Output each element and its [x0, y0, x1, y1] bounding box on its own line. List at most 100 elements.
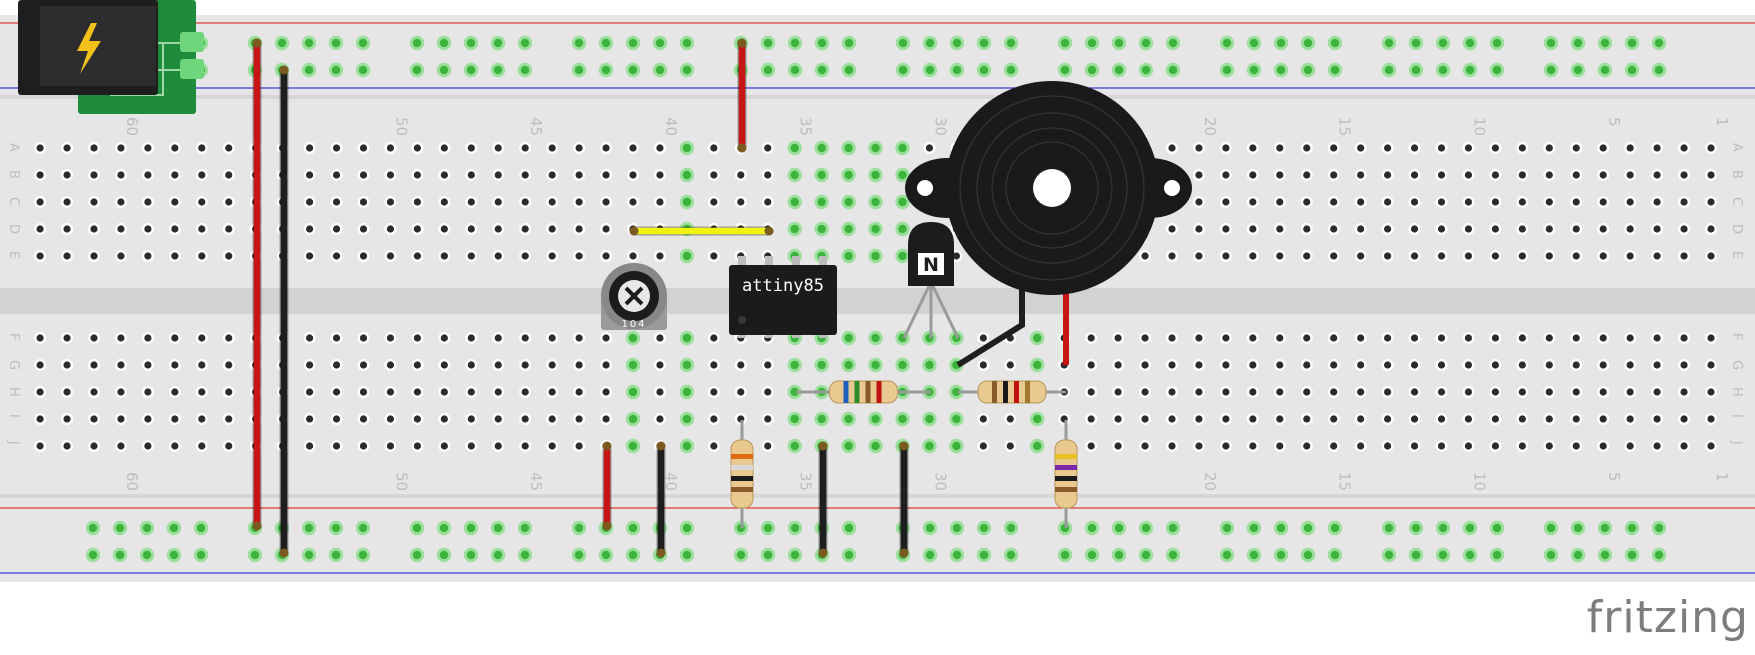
- breadboard-hole: [1518, 171, 1526, 179]
- buzzer-mount-hole: [1164, 180, 1180, 196]
- breadboard-hole: [1464, 334, 1473, 342]
- breadboard-hole: [521, 388, 529, 396]
- breadboard-hole-connected: [844, 360, 853, 370]
- breadboard-hole: [171, 361, 179, 369]
- breadboard-hole: [1276, 361, 1284, 369]
- breadboard-hole: [171, 144, 179, 152]
- breadboard-hole: [413, 144, 421, 152]
- breadboard-hole-connected: [466, 550, 476, 560]
- breadboard-hole: [171, 225, 179, 233]
- breadboard-hole: [36, 252, 44, 260]
- breadboard-hole: [1222, 442, 1230, 450]
- breadboard-hole-connected: [1276, 65, 1286, 75]
- breadboard-hole: [1249, 225, 1257, 233]
- breadboard-hole: [144, 334, 152, 342]
- breadboard-hole-connected: [1411, 38, 1421, 48]
- breadboard-hole-connected: [358, 523, 368, 533]
- breadboard-hole-connected: [331, 65, 341, 75]
- breadboard-hole-connected: [790, 523, 800, 533]
- breadboard-hole: [629, 171, 637, 179]
- breadboard-hole-connected: [1627, 523, 1637, 533]
- breadboard-hole: [602, 361, 610, 369]
- breadboard-hole: [1384, 388, 1392, 396]
- breadboard-hole: [1653, 442, 1661, 450]
- breadboard-hole-connected: [817, 224, 826, 234]
- breadboard-hole-connected: [871, 441, 880, 451]
- breadboard-hole-connected: [790, 360, 799, 370]
- breadboard-hole: [1249, 252, 1257, 260]
- breadboard-hole: [1464, 415, 1473, 423]
- potentiometer-cross-icon: [624, 286, 644, 306]
- breadboard-hole-connected: [979, 65, 989, 75]
- breadboard-hole-connected: [790, 441, 799, 451]
- breadboard-hole: [1680, 225, 1688, 233]
- breadboard-hole: [1195, 442, 1203, 450]
- breadboard-hole: [1330, 144, 1338, 152]
- row-letter-label: A: [1729, 143, 1744, 152]
- column-number-label: 45: [527, 117, 545, 136]
- breadboard-hole: [1707, 171, 1715, 179]
- breadboard-hole-connected: [115, 523, 125, 533]
- breadboard-hole: [1572, 388, 1580, 396]
- row-letter-label: D: [1729, 224, 1744, 234]
- column-number-label: 45: [527, 472, 545, 491]
- black-wire-pot-to-ground-end: [656, 441, 666, 451]
- breadboard-hole: [1599, 388, 1607, 396]
- breadboard-hole: [306, 415, 314, 423]
- breadboard-hole-connected: [628, 550, 638, 560]
- breadboard-hole-connected: [817, 38, 827, 48]
- breadboard-hole-connected: [844, 523, 854, 533]
- breadboard-hole: [1653, 388, 1661, 396]
- breadboard-hole: [656, 252, 664, 260]
- breadboard-hole-connected: [1330, 38, 1340, 48]
- breadboard-hole-connected: [898, 143, 907, 153]
- breadboard-hole-connected: [682, 65, 692, 75]
- breadboard-hole: [710, 198, 718, 206]
- breadboard-hole: [1464, 252, 1473, 260]
- breadboard-hole: [90, 415, 98, 423]
- column-number-label: 60: [123, 472, 141, 491]
- breadboard-hole: [225, 388, 233, 396]
- breadboard-hole-connected: [601, 65, 611, 75]
- breadboard-hole-connected: [493, 38, 503, 48]
- breadboard-hole-connected: [1276, 38, 1286, 48]
- breadboard-hole: [952, 252, 961, 260]
- breadboard-hole: [1384, 252, 1392, 260]
- breadboard-hole: [494, 198, 502, 206]
- breadboard-hole-connected: [412, 65, 422, 75]
- breadboard-hole: [63, 442, 71, 450]
- breadboard-hole: [1168, 252, 1176, 260]
- breadboard-hole-connected: [1060, 38, 1070, 48]
- breadboard-hole-connected: [628, 38, 638, 48]
- breadboard-hole: [440, 252, 448, 260]
- breadboard-hole: [36, 198, 44, 206]
- breadboard-hole-connected: [871, 414, 880, 424]
- breadboard-hole: [1303, 442, 1311, 450]
- resistor-3-body: [730, 439, 754, 509]
- breadboard-hole: [521, 144, 529, 152]
- column-number-label: 35: [797, 472, 815, 491]
- breadboard-hole: [1330, 225, 1338, 233]
- breadboard-hole-connected: [925, 65, 935, 75]
- breadboard-hole: [36, 171, 44, 179]
- breadboard-hole-connected: [682, 38, 692, 48]
- breadboard-hole: [494, 252, 502, 260]
- breadboard-hole-connected: [871, 224, 880, 234]
- breadboard-hole: [1276, 225, 1284, 233]
- column-number-label: 40: [662, 117, 680, 136]
- breadboard-hole: [1653, 361, 1661, 369]
- breadboard-hole: [1491, 388, 1499, 396]
- breadboard-hole: [1518, 442, 1526, 450]
- breadboard-hole: [656, 171, 664, 179]
- breadboard-hole-connected: [493, 65, 503, 75]
- breadboard-hole: [1006, 442, 1014, 450]
- breadboard-hole-connected: [1654, 523, 1664, 533]
- resistor-4-band: [1055, 476, 1077, 481]
- breadboard-hole: [171, 442, 179, 450]
- breadboard-hole-connected: [898, 360, 907, 370]
- breadboard-hole-connected: [682, 197, 692, 207]
- breadboard-hole: [90, 388, 98, 396]
- breadboard-hole-connected: [736, 550, 746, 560]
